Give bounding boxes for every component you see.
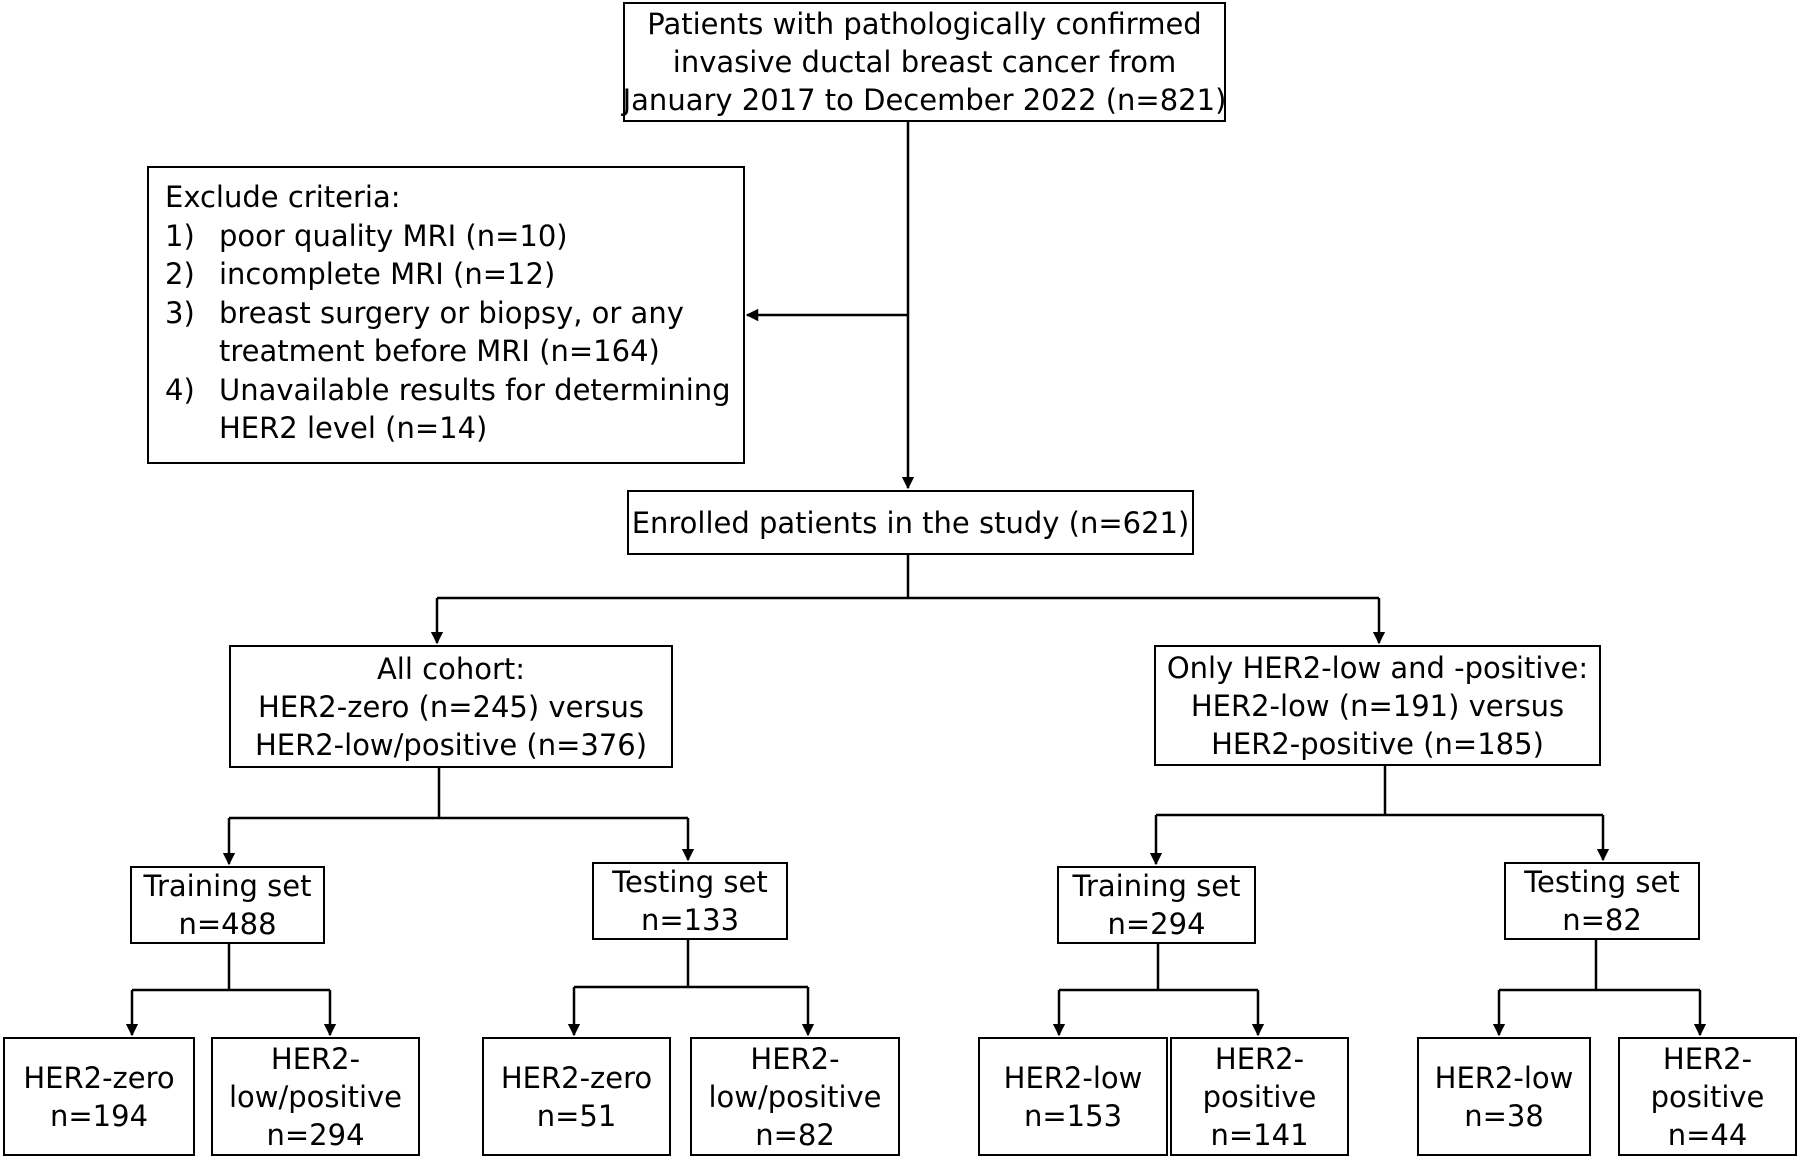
exclusion-item-number: 3) bbox=[165, 295, 195, 330]
all-training-set-box: Training set n=488 bbox=[130, 866, 325, 944]
box-text-line: HER2-low bbox=[1003, 1060, 1143, 1095]
her2-low-positive-cohort-box: Only HER2-low and -positive:HER2-low (n=… bbox=[1154, 645, 1601, 766]
box-text-line: low/positive bbox=[228, 1079, 403, 1114]
box-text-line: Training set bbox=[143, 869, 312, 903]
box-text-line: n=133 bbox=[640, 903, 740, 937]
box-text-line: n=153 bbox=[1023, 1098, 1123, 1133]
box-text-line: Patients with pathologically confirmed bbox=[647, 7, 1202, 41]
box-text-line: Testing set bbox=[612, 865, 768, 899]
exclusion-item: 3) breast surgery or biopsy, or any trea… bbox=[165, 294, 743, 371]
box-text-line: n=82 bbox=[1562, 903, 1642, 937]
box-text-line: HER2-low/positive (n=376) bbox=[254, 727, 648, 762]
box-text-line: positive bbox=[1650, 1079, 1765, 1114]
exclusion-item-number: 2) bbox=[165, 257, 195, 291]
exclusion-item-text: breast surgery or biopsy, or any bbox=[219, 295, 684, 330]
source-population-box: Patients with pathologically confirmed in… bbox=[623, 2, 1226, 122]
lp-testing-set-box: Testing set n=82 bbox=[1504, 862, 1700, 940]
box-text-line: n=141 bbox=[1210, 1117, 1309, 1152]
box-text-line: HER2- bbox=[270, 1041, 361, 1076]
lp-training-set-box: Training set n=294 bbox=[1057, 866, 1256, 944]
box-text-line: HER2- bbox=[750, 1041, 840, 1076]
box-text-line: HER2-low bbox=[1434, 1060, 1574, 1095]
exclusion-item-text: treatment before MRI (n=164) bbox=[219, 334, 660, 368]
box-text-line: n=38 bbox=[1464, 1098, 1544, 1133]
box-text-line: positive bbox=[1202, 1079, 1317, 1114]
box-text-line: HER2-positive (n=185) bbox=[1211, 726, 1544, 761]
box-text-line: n=194 bbox=[49, 1098, 149, 1133]
exclusion-item: 1) poor quality MRI (n=10) bbox=[165, 217, 743, 256]
exclusion-item-number: 1) bbox=[165, 218, 195, 253]
exclusion-item-text: incomplete MRI (n=12) bbox=[219, 257, 556, 291]
box-text-line: n=488 bbox=[178, 907, 277, 941]
exclusion-item-text: Unavailable results for determining bbox=[219, 372, 731, 407]
all-testing-set-box: Testing set n=133 bbox=[592, 862, 788, 940]
exclusion-title: Exclude criteria: bbox=[165, 180, 401, 214]
exclusion-item: 4) Unavailable results for determining H… bbox=[165, 371, 743, 448]
box-text-line: invasive ductal breast cancer from bbox=[672, 45, 1177, 79]
box-text-line: Testing set bbox=[1524, 865, 1680, 899]
box-text-line: HER2- bbox=[1662, 1041, 1753, 1076]
box-text-line: n=82 bbox=[755, 1117, 835, 1152]
box-text-line: HER2-zero (n=245) versus bbox=[258, 689, 644, 724]
box-text-line: January 2017 to December 2022 (n=821) bbox=[622, 83, 1227, 117]
box-text-line: Training set bbox=[1072, 869, 1241, 903]
box-text-line: HER2-zero bbox=[23, 1060, 175, 1095]
box-text-line: n=294 bbox=[1107, 907, 1206, 941]
box-text-line: n=44 bbox=[1667, 1117, 1748, 1152]
box-text-line: Enrolled patients in the study (n=621) bbox=[631, 505, 1190, 540]
exclusion-item: 2) incomplete MRI (n=12) bbox=[165, 255, 743, 294]
box-text-line: Only HER2-low and -positive: bbox=[1166, 650, 1589, 685]
enrolled-box: Enrolled patients in the study (n=621) bbox=[627, 490, 1194, 555]
box-text-line: low/positive bbox=[708, 1079, 882, 1114]
exclusion-item-text: poor quality MRI (n=10) bbox=[219, 218, 568, 253]
box-text-line: n=294 bbox=[266, 1117, 365, 1152]
box-text-line: n=51 bbox=[536, 1098, 617, 1133]
box-text-line: HER2- bbox=[1214, 1041, 1305, 1076]
exclusion-item-number: 4) bbox=[165, 372, 195, 407]
box-text-line: HER2-low (n=191) versus bbox=[1190, 688, 1565, 723]
box-text-line: HER2-zero bbox=[500, 1060, 653, 1095]
exclusion-item-text: HER2 level (n=14) bbox=[219, 411, 488, 445]
exclusion-criteria-box: Exclude criteria: 1) poor quality MRI (n… bbox=[147, 166, 745, 464]
box-text-line: All cohort: bbox=[376, 651, 526, 686]
